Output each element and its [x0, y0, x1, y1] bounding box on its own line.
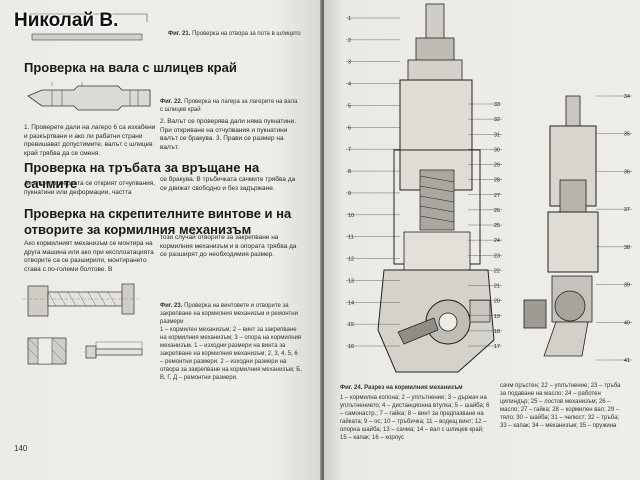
- figure-21-caption: Фиг. 21. Проверка на отвора за пота в шл…: [168, 30, 308, 38]
- callout-number: 25: [494, 223, 500, 229]
- paragraph-tube-left: Ако при проверката се открият отчупвания…: [24, 180, 156, 196]
- callout-number: 14: [348, 300, 354, 306]
- heading-tube-check: Проверка на тръбата за връщане на сачмит…: [24, 160, 260, 191]
- figure-22-drawing: [27, 82, 151, 111]
- callout-number: 24: [494, 238, 500, 244]
- figure-22-caption: Фиг. 22. Проверка на лагера за лагерите …: [160, 98, 300, 114]
- callout-number: 4: [348, 82, 351, 88]
- callout-number: 15: [348, 322, 354, 328]
- callout-number: 32: [494, 117, 500, 123]
- callout-number: 20: [494, 299, 500, 305]
- callouts-right-group: 34 35 36 37 38 39 40 41: [596, 94, 632, 364]
- paragraph-shaft-right: 2. Валът се проверява дали няма пукнатин…: [160, 118, 297, 151]
- figure-24-label: Фиг. 24.: [340, 385, 363, 391]
- callout-number: 18: [494, 329, 500, 335]
- callout-number: 33: [494, 102, 500, 108]
- figure-24-legend-col2: сачм пръстен; 22 – уплътнение; 23 – тръб…: [500, 383, 621, 429]
- callout-number: 23: [494, 253, 500, 259]
- callout-number: 17: [494, 344, 500, 350]
- callout-number: 27: [494, 193, 500, 199]
- callout-number: 7: [348, 147, 351, 153]
- paragraph-shaft-left: 1. Проверете дали на лагеро 6 са изхабен…: [24, 124, 156, 157]
- callout-number: 21: [494, 284, 500, 290]
- paragraph-screws-right: този случай отворите за закрепване на ко…: [160, 234, 297, 259]
- callout-number: 40: [624, 320, 630, 326]
- callout-number: 30: [494, 147, 500, 153]
- figure-23-caption: Фиг. 23. Проверка на винтовете и отворит…: [160, 302, 302, 326]
- figure-21-drawing: [29, 13, 148, 41]
- callout-number: 2: [348, 38, 351, 44]
- left-page: Николай В. Фиг. 21. Проверка на отвора з…: [0, 0, 322, 480]
- callout-number: 5: [348, 103, 351, 109]
- callout-number: 35: [624, 132, 630, 138]
- figure-24-legend-col1: 1 – кормилна колона; 2 – уплътнение; 3 –…: [340, 395, 490, 441]
- figure-23-label: Фиг. 23.: [160, 303, 183, 309]
- callout-number: 29: [494, 163, 500, 169]
- heading-screws-check: Проверка на скрепителните винтове и на о…: [24, 206, 292, 237]
- callout-number: 12: [348, 257, 354, 263]
- heading-shaft-check: Проверка на вала с шлицев край: [24, 60, 237, 75]
- callout-number: 22: [494, 268, 500, 274]
- callout-number: 26: [494, 208, 500, 214]
- callout-number: 11: [348, 235, 354, 241]
- callout-number: 10: [348, 213, 354, 219]
- callout-number: 39: [624, 283, 630, 289]
- callout-number: 16: [348, 344, 354, 350]
- callout-number: 38: [624, 245, 630, 251]
- callout-number: 19: [494, 314, 500, 320]
- callout-number: 31: [494, 132, 500, 138]
- callouts-mid-group: 33 32 31 30 29 28 27 26 25 24 23 22 21 20 19 18 17: [468, 102, 502, 350]
- watermark-text: Николай В.: [14, 10, 119, 31]
- callout-number: 3: [348, 60, 351, 66]
- figure-21-label: Фиг. 21.: [168, 31, 191, 37]
- figure-23-drawing: [22, 283, 143, 365]
- callout-number: 34: [624, 94, 630, 100]
- callout-number: 41: [624, 358, 630, 364]
- worm-screw: [419, 169, 455, 231]
- callout-number: 9: [348, 191, 351, 197]
- page-number: 140: [14, 444, 28, 453]
- paragraph-tube-right: се бракува. В тръбичката сачмите трябва …: [160, 176, 296, 192]
- figure-22-label: Фиг. 22.: [160, 99, 183, 105]
- paragraph-screws-left: Ако кормилният механизъм се монтира на д…: [24, 240, 154, 273]
- callout-number: 36: [624, 169, 630, 175]
- callout-number: 28: [494, 178, 500, 184]
- callout-number: 6: [348, 125, 351, 131]
- callout-number: 37: [624, 207, 630, 213]
- figure-24-text: Разрез на кормилния механизъм: [364, 385, 463, 391]
- callout-number: 1: [348, 16, 351, 22]
- figure-22-text: Проверка на лагера за лагерите на вала с…: [160, 99, 298, 113]
- callout-number: 8: [348, 169, 351, 175]
- figure-23-text: Проверка на винтовете и отворите за закр…: [160, 303, 298, 325]
- book-gutter: [320, 0, 326, 480]
- figure-21-text: Проверка на отвора за пота в шлицето: [192, 31, 301, 37]
- figure-24-caption: Фиг. 24. Разрез на кормилния механизъм: [340, 384, 630, 392]
- figure-23-legend: 1 – кормилен механизъм; 2 – винт за закр…: [160, 327, 302, 381]
- callout-number: 13: [348, 278, 354, 284]
